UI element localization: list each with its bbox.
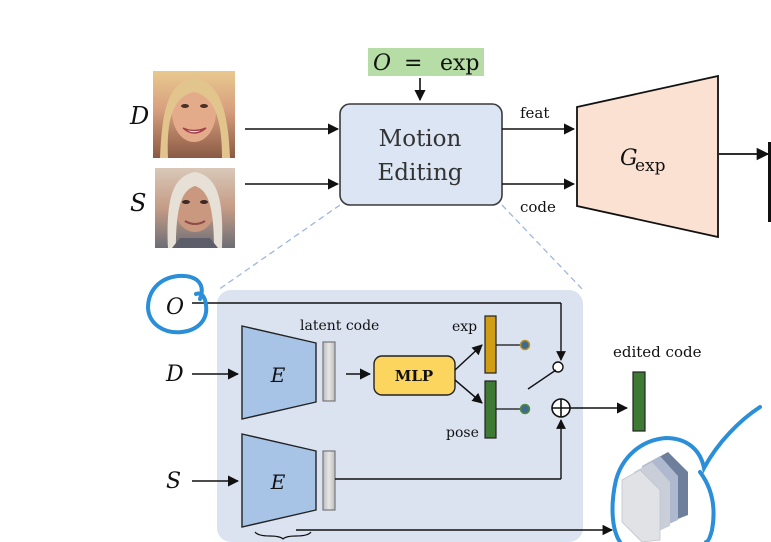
switch-lever — [527, 369, 557, 390]
encoder-1 — [241, 325, 317, 420]
pose-label: pose — [446, 425, 479, 441]
source-face-image — [155, 168, 235, 248]
pose-terminal — [519, 403, 531, 415]
top-d-label: D — [129, 102, 149, 130]
latent-code-bar-2 — [322, 450, 336, 511]
feature-map-stack — [621, 452, 688, 542]
exp-terminal — [519, 339, 531, 351]
mlp-label: MLP — [395, 367, 433, 385]
motion-editing-line1: Motion — [379, 126, 462, 152]
feat-label: feat — [520, 104, 549, 122]
encoder-brace — [254, 531, 312, 540]
mlp-to-exp-arrow — [454, 344, 483, 371]
edited-code-label: edited code — [613, 343, 702, 361]
detail-d-label: D — [165, 362, 184, 387]
zoom-line-right — [501, 204, 584, 291]
annotation-circle-features — [610, 405, 762, 542]
mlp-block — [373, 355, 456, 396]
generator-sub: exp — [635, 156, 666, 176]
code-label: code — [520, 198, 556, 216]
output-image-edge — [768, 142, 771, 222]
exp-label: exp — [452, 319, 477, 335]
zoom-line-left — [217, 204, 341, 291]
condition-highlight — [368, 48, 484, 76]
motion-editing-line2: Editing — [377, 160, 462, 186]
generator-label: G — [620, 146, 638, 171]
annotation-circle-o — [145, 273, 209, 335]
top-s-label: S — [130, 189, 146, 217]
latent-code-label: latent code — [300, 318, 379, 334]
pose-code-bar — [484, 380, 497, 439]
latent-code-bar-1 — [322, 341, 336, 402]
edited-code-bar — [632, 371, 646, 432]
condition-val: exp — [440, 51, 480, 76]
motion-editing-box — [339, 103, 503, 206]
condition-eq: = — [404, 51, 422, 76]
detail-o-label: O — [166, 295, 184, 320]
driving-face-image — [153, 71, 235, 158]
exp-code-bar — [484, 315, 497, 374]
mlp-to-pose-arrow — [454, 379, 483, 404]
encoder-1-label: E — [270, 363, 286, 387]
encoder-2 — [241, 433, 317, 528]
encoder-2-label: E — [270, 470, 286, 494]
detail-s-label: S — [166, 469, 181, 494]
condition-var: O — [373, 51, 391, 76]
generator-block — [576, 74, 719, 239]
